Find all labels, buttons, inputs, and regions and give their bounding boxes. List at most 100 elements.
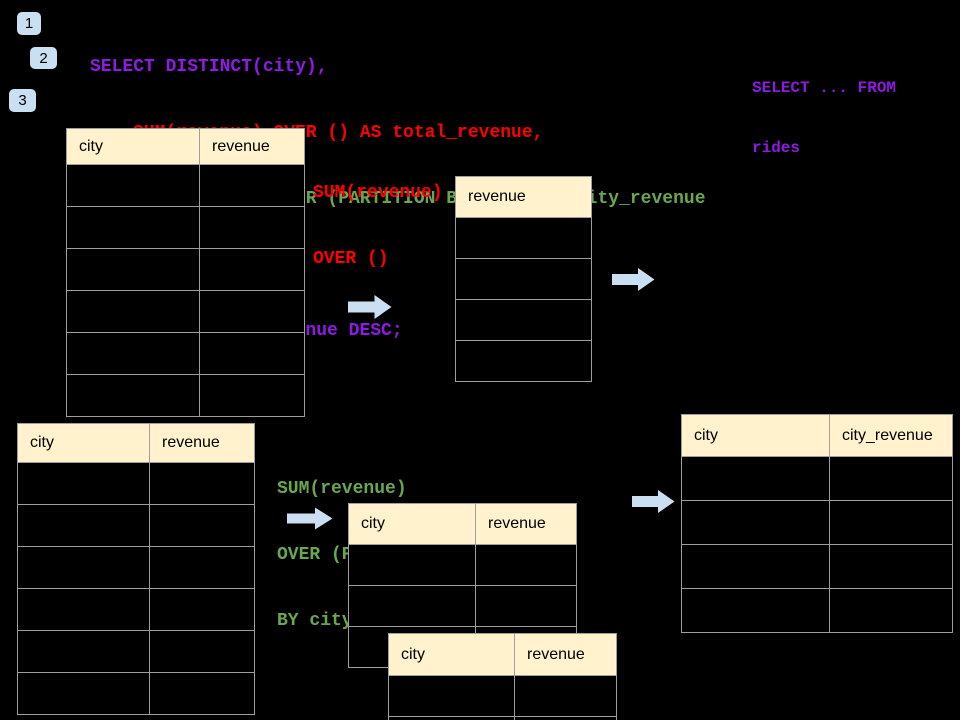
table-row	[66, 206, 305, 249]
empty-cell	[17, 630, 150, 673]
table-row	[17, 546, 255, 589]
empty-cell	[199, 290, 305, 333]
flow-right-arrow-2	[612, 268, 655, 291]
flow-right-arrow-3	[287, 507, 333, 530]
column-header-revenue: revenue	[455, 176, 592, 218]
side-note-select-from-rides: SELECT ... FROM rides	[752, 38, 896, 198]
total-revenue-annotation: SUM(revenue) OVER ()	[313, 138, 443, 314]
empty-cell	[17, 546, 150, 589]
table-row	[66, 248, 305, 291]
sql-line-select: SELECT DISTINCT(city),	[90, 57, 328, 77]
empty-cell	[149, 462, 255, 505]
empty-cell	[455, 217, 592, 259]
table-row	[66, 290, 305, 333]
empty-cell	[17, 672, 150, 715]
column-header-revenue: revenue	[149, 423, 255, 463]
empty-cell	[829, 588, 953, 633]
empty-cell	[388, 675, 515, 717]
empty-cell	[149, 504, 255, 547]
step-badge-2: 2	[30, 47, 57, 69]
empty-cell	[475, 585, 577, 627]
empty-cell	[66, 248, 200, 291]
table-row	[681, 500, 953, 545]
empty-cell	[348, 544, 476, 586]
step-badge-3: 3	[9, 89, 36, 112]
table-row	[681, 544, 953, 589]
side-note-line-2: rides	[752, 139, 801, 157]
table-row	[66, 332, 305, 375]
empty-cell	[66, 164, 200, 207]
schematic-table: revenue	[455, 176, 592, 382]
table-row	[66, 164, 305, 207]
empty-cell	[199, 164, 305, 207]
table-row	[348, 585, 577, 627]
table-row	[455, 340, 592, 382]
column-header-city: city	[348, 503, 476, 545]
table-row	[66, 374, 305, 417]
empty-cell	[17, 588, 150, 631]
table-row	[455, 258, 592, 300]
empty-cell	[66, 374, 200, 417]
empty-cell	[455, 340, 592, 382]
empty-cell	[681, 544, 830, 589]
column-header-city: city	[66, 128, 200, 165]
empty-cell	[681, 500, 830, 545]
empty-cell	[455, 258, 592, 300]
step-badge-1: 1	[17, 12, 41, 35]
empty-cell	[681, 588, 830, 633]
table-row	[17, 588, 255, 631]
total-revenue-annotation-line-2: OVER ()	[313, 249, 389, 269]
empty-cell	[199, 248, 305, 291]
empty-cell	[681, 456, 830, 501]
column-header-city: city	[388, 633, 515, 676]
flow-right-arrow-4	[632, 490, 675, 513]
empty-cell	[199, 332, 305, 375]
column-header-revenue: revenue	[199, 128, 305, 165]
side-note-line-1: SELECT ... FROM	[752, 79, 897, 97]
empty-cell	[348, 585, 476, 627]
empty-cell	[388, 716, 515, 720]
empty-cell	[514, 675, 617, 717]
empty-cell	[514, 716, 617, 720]
empty-cell	[149, 672, 255, 715]
empty-cell	[829, 456, 953, 501]
empty-cell	[17, 504, 150, 547]
table-total-revenue-output: revenue	[455, 176, 592, 382]
table-row	[455, 217, 592, 259]
table-row	[388, 675, 617, 717]
column-header-city_revenue: city_revenue	[829, 414, 953, 457]
partition-annotation-line-1: SUM(revenue)	[277, 479, 407, 499]
column-header-city: city	[681, 414, 830, 457]
empty-cell	[475, 544, 577, 586]
table-row	[17, 672, 255, 715]
total-revenue-annotation-line-1: SUM(revenue)	[313, 183, 443, 203]
empty-cell	[455, 299, 592, 341]
table-row	[348, 544, 577, 586]
column-header-revenue: revenue	[514, 633, 617, 676]
empty-cell	[66, 206, 200, 249]
column-header-city: city	[17, 423, 150, 463]
empty-cell	[149, 588, 255, 631]
table-row	[388, 716, 617, 720]
empty-cell	[66, 290, 200, 333]
flow-right-arrow-1	[348, 295, 392, 319]
empty-cell	[829, 500, 953, 545]
table-row	[681, 588, 953, 633]
table-row	[17, 504, 255, 547]
empty-cell	[17, 462, 150, 505]
empty-cell	[829, 544, 953, 589]
column-header-revenue: revenue	[475, 503, 577, 545]
table-row	[455, 299, 592, 341]
empty-cell	[199, 374, 305, 417]
table-row	[681, 456, 953, 501]
empty-cell	[149, 630, 255, 673]
table-row	[17, 630, 255, 673]
